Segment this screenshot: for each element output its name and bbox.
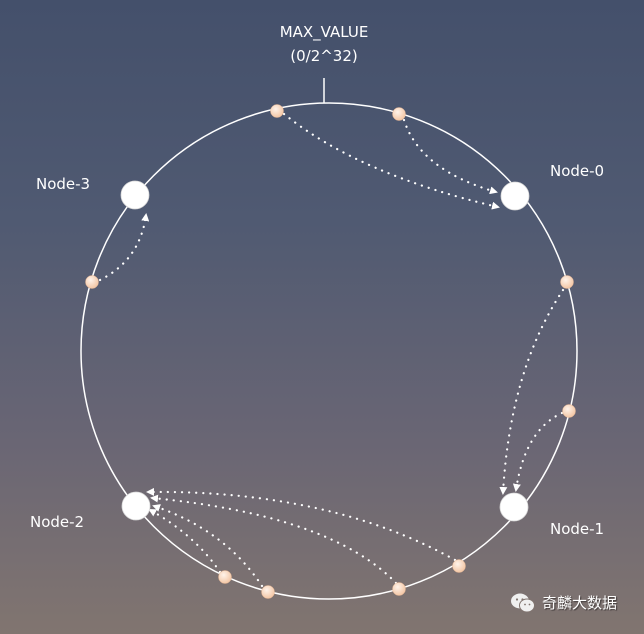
hash-ring (80, 102, 578, 600)
key-point (452, 559, 466, 573)
key-point (560, 275, 574, 289)
arrow-key6-node2 (152, 504, 264, 588)
node-3-circle (120, 180, 150, 210)
max-value-label: MAX_VALUE (0/2^32) (0, 20, 644, 68)
key-points (85, 104, 576, 599)
key-point (270, 104, 284, 118)
arrow-key0-node0 (282, 112, 500, 210)
node-0-label: Node-0 (550, 162, 605, 180)
key-point (85, 275, 99, 289)
arrow-key4-node2 (146, 487, 457, 562)
key-point (392, 582, 406, 596)
server-nodes (120, 180, 530, 522)
node-1-circle (499, 492, 529, 522)
watermark: 奇麟大数据 (510, 592, 617, 613)
key-point (392, 107, 406, 121)
mapping-arrows (98, 112, 565, 588)
key-point (218, 570, 232, 584)
node-2-circle (121, 491, 151, 521)
max-value-range: (0/2^32) (290, 47, 358, 65)
arrow-key5-node2 (150, 494, 398, 585)
wechat-icon (511, 593, 535, 612)
node-3-label: Node-3 (36, 175, 91, 193)
node-2-label: Node-2 (30, 513, 85, 531)
node-1-label: Node-1 (550, 520, 605, 538)
arrow-key2-node1 (499, 288, 565, 495)
key-point (261, 585, 275, 599)
arrow-key7-node2 (148, 508, 222, 574)
max-value-title: MAX_VALUE (279, 23, 369, 41)
key-point (562, 404, 576, 418)
watermark-text: 奇麟大数据 (542, 594, 618, 612)
arrow-key3-node1 (512, 411, 564, 492)
arrow-key8-node3 (98, 213, 150, 282)
node-0-circle (500, 181, 530, 211)
